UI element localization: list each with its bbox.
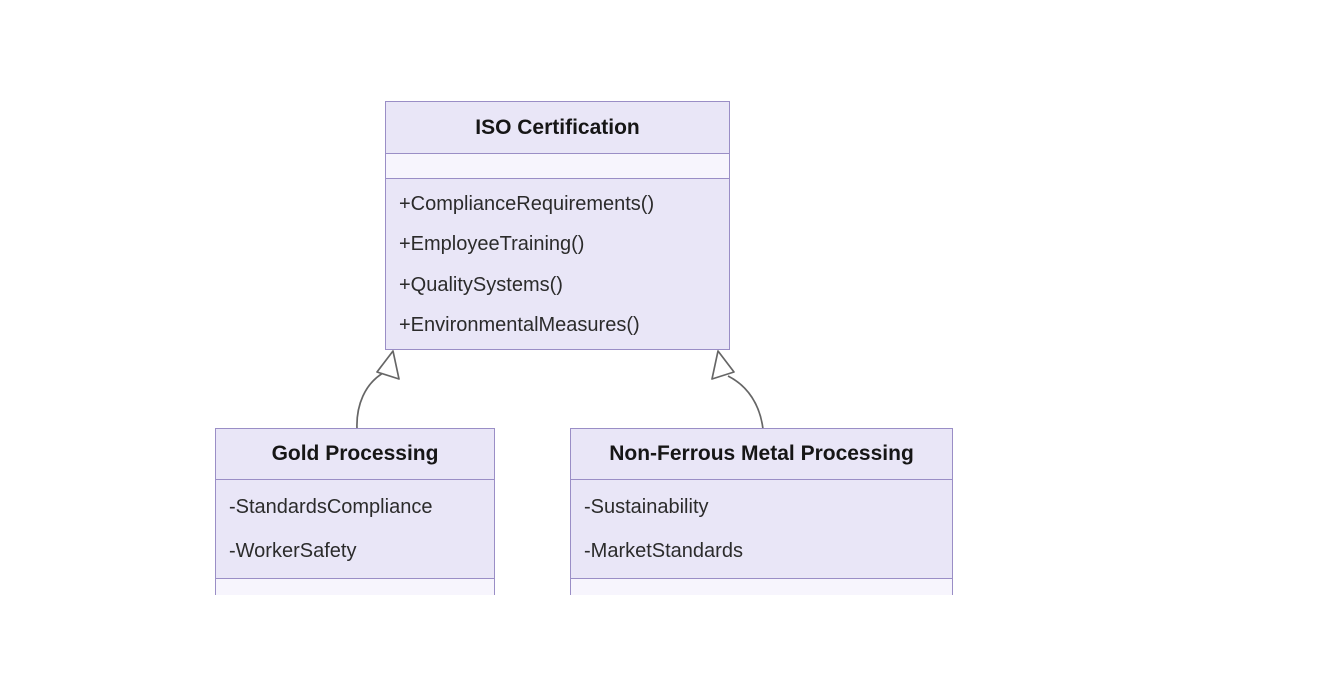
attribute-item: -StandardsCompliance bbox=[229, 496, 433, 519]
methods-section-empty bbox=[571, 578, 952, 595]
attribute-item: -MarketStandards bbox=[584, 539, 743, 562]
method-item: +ComplianceRequirements() bbox=[399, 192, 655, 215]
attributes-section-empty bbox=[386, 153, 729, 178]
method-item: +QualitySystems() bbox=[399, 273, 563, 296]
attributes-section: -StandardsCompliance -WorkerSafety bbox=[216, 479, 494, 578]
method-item: +EmployeeTraining() bbox=[399, 233, 585, 256]
methods-section: +ComplianceRequirements() +EmployeeTrain… bbox=[386, 178, 729, 350]
class-title: ISO Certification bbox=[475, 115, 640, 139]
attribute-item: -Sustainability bbox=[584, 496, 709, 519]
class-title: Non-Ferrous Metal Processing bbox=[609, 442, 914, 465]
class-box-iso-certification: ISO Certification +ComplianceRequirement… bbox=[385, 101, 730, 350]
methods-section-empty bbox=[216, 578, 494, 595]
method-item: +EnvironmentalMeasures() bbox=[399, 314, 640, 337]
inheritance-arrowhead-gold-icon bbox=[376, 350, 400, 380]
attributes-section: -Sustainability -MarketStandards bbox=[571, 479, 952, 578]
class-box-non-ferrous-metal-processing: Non-Ferrous Metal Processing -Sustainabi… bbox=[570, 428, 953, 595]
class-title: Gold Processing bbox=[271, 442, 439, 465]
attribute-item: -WorkerSafety bbox=[229, 539, 357, 562]
inheritance-arrowhead-nfm-icon bbox=[711, 350, 735, 380]
inheritance-edge-gold-to-iso bbox=[356, 372, 384, 430]
inheritance-edge-nfm-to-iso bbox=[727, 375, 764, 430]
class-box-gold-processing: Gold Processing -StandardsCompliance -Wo… bbox=[215, 428, 495, 595]
